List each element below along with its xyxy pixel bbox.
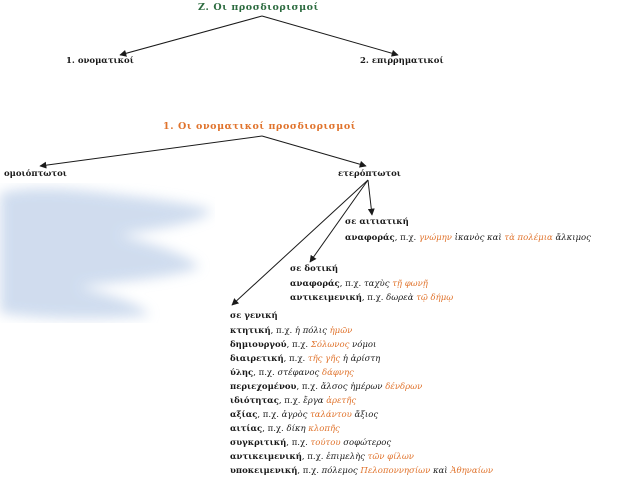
highlighted-word: Ἀθηναίων — [450, 466, 493, 476]
term-label: αξίας — [230, 410, 258, 420]
arrow-to-dotiki — [309, 179, 369, 263]
genitive-line: αξίας, π.χ. ἀγρὸς ταλάντου ἄξιος — [230, 411, 378, 420]
example-prefix: , π.χ. — [253, 368, 278, 378]
genitive-line: αιτίας, π.χ. δίκη κλοπῆς — [230, 425, 340, 434]
genitive-line: περιεχομένου, π.χ. ἄλσος ἡμέρων δένδρων — [230, 383, 422, 392]
example-text: ἐπιμελὴς — [326, 452, 368, 462]
highlighted-word: Πελοποννησίων — [360, 466, 431, 476]
highlighted-word: ἡμῶν — [329, 326, 353, 336]
node-epirrimatikoi: 2. επιρρηματικοί — [360, 56, 444, 66]
highlighted-word: Σόλωνος — [310, 340, 350, 350]
highlighted-word: ταλάντου — [310, 410, 352, 420]
term-label: περιεχομένου — [230, 382, 297, 392]
example-prefix: , π.χ. — [296, 382, 321, 392]
example-prefix: , π.χ. — [262, 424, 287, 434]
example-text: νόμοι — [349, 340, 377, 350]
example-prefix: , π.χ. — [301, 452, 327, 462]
example-prefix: , π.χ. — [270, 326, 295, 336]
genitive-line: αντικειμενική, π.χ. ἐπιμελὴς τῶν φίλων — [230, 453, 414, 462]
genitive-line: δημιουργού, π.χ. Σόλωνος νόμοι — [230, 341, 376, 350]
arrow-to-onomatikoi — [119, 15, 263, 57]
accusative-line: αναφοράς, π.χ. γνώμην ἱκανὸς καὶ τὰ πολέ… — [345, 234, 591, 243]
highlighted-word: τῆς γῆς — [307, 354, 341, 364]
example-text: καὶ — [430, 466, 451, 476]
example-text: ἀγρὸς — [281, 410, 311, 420]
term-label: αναφοράς — [290, 279, 340, 289]
highlighted-word: γνώμην — [418, 233, 452, 243]
dative-heading: σε δοτική — [290, 264, 339, 274]
genitive-line: ιδιότητας, π.χ. ἔργα ἀρετῆς — [230, 397, 356, 406]
term-label: διαιρετική — [230, 354, 284, 364]
highlighted-word: τῶν φίλων — [367, 452, 414, 462]
arrow-to-omoioptotoi — [39, 135, 263, 169]
genitive-heading: σε γενική — [230, 311, 278, 321]
term-label: αντικειμενική — [230, 452, 302, 462]
arrow-to-geniki — [231, 179, 369, 306]
example-prefix: , π.χ. — [286, 340, 311, 350]
example-text: σοφώτερος — [340, 438, 392, 448]
highlighted-word: τῷ δήμῳ — [416, 293, 454, 303]
highlighted-word: κλοπῆς — [308, 424, 340, 434]
node-eteroptotoi: ετερόπτωτοι — [338, 169, 401, 179]
example-text: δίκη — [286, 424, 309, 434]
term-label: κτητική — [230, 326, 271, 336]
genitive-line: κτητική, π.χ. ἡ πόλις ἡμῶν — [230, 327, 352, 336]
term-label: αιτίας — [230, 424, 263, 434]
accusative-heading: σε αιτιατική — [345, 217, 409, 227]
genitive-line: διαιρετική, π.χ. τῆς γῆς ἡ ἀρίστη — [230, 355, 380, 364]
highlighted-word: τούτου — [310, 438, 341, 448]
example-prefix: , π.χ. — [297, 466, 322, 476]
dative-line: αντικειμενική, π.χ. δωρεὰ τῷ δήμῳ — [290, 294, 453, 303]
term-label: ύλης — [230, 368, 254, 378]
arrow-to-aitiatiki — [367, 179, 375, 216]
example-text: ἡ ἀρίστη — [340, 354, 381, 364]
node-onomatikoi: 1. ονοματικοί — [66, 56, 134, 66]
term-label: αναφοράς — [345, 233, 395, 243]
example-prefix: , π.χ. — [394, 233, 419, 243]
term-label: δημιουργού — [230, 340, 287, 350]
highlighted-word: δάφνης — [321, 368, 354, 378]
example-text: ἱκανὸς καὶ — [451, 233, 505, 243]
example-text: ἔργα — [303, 396, 327, 406]
example-text: δωρεὰ — [386, 293, 417, 303]
diagram2-title: 1. Οι ονοματικοί προσδιορισμοί — [163, 121, 356, 132]
example-prefix: , π.χ. — [283, 354, 308, 364]
example-prefix: , π.χ. — [257, 410, 282, 420]
highlighted-word: δένδρων — [385, 382, 423, 392]
example-prefix: , π.χ. — [361, 293, 387, 303]
term-label: ιδιότητας — [230, 396, 279, 406]
example-prefix: , π.χ. — [339, 279, 364, 289]
node-omoioptotoi: ομοιόπτωτοι — [4, 169, 67, 179]
example-prefix: , π.χ. — [278, 396, 304, 406]
term-label: υποκειμενική — [230, 466, 298, 476]
genitive-line: υποκειμενική, π.χ. πόλεμος Πελοποννησίων… — [230, 467, 493, 476]
genitive-line: ύλης, π.χ. στέφανος δάφνης — [230, 369, 354, 378]
example-text: πόλεμος — [321, 466, 361, 476]
example-text: ἄλκιμος — [552, 233, 591, 243]
example-text: ἄλσος ἡμέρων — [320, 382, 386, 392]
example-text: ταχὺς — [363, 279, 393, 289]
highlighted-word: τὰ πολέμια — [504, 233, 553, 243]
arrow-to-epirrimatikoi — [261, 15, 399, 57]
example-prefix: , π.χ. — [286, 438, 311, 448]
genitive-line: συγκριτική, π.χ. τούτου σοφώτερος — [230, 439, 391, 448]
term-label: αντικειμενική — [290, 293, 362, 303]
dative-line: αναφοράς, π.χ. ταχὺς τῇ φωνῇ — [290, 280, 428, 289]
highlighted-word: ἀρετῆς — [326, 396, 357, 406]
arrow-to-eteroptotoi — [261, 135, 367, 168]
diagram1-title: Ζ. Οι προσδιορισμοί — [198, 2, 319, 13]
highlighted-word: τῇ φωνῇ — [392, 279, 428, 289]
example-text: ἄξιος — [351, 410, 379, 420]
term-label: συγκριτική — [230, 438, 287, 448]
example-text: ἡ πόλις — [294, 326, 330, 336]
example-text: στέφανος — [277, 368, 322, 378]
